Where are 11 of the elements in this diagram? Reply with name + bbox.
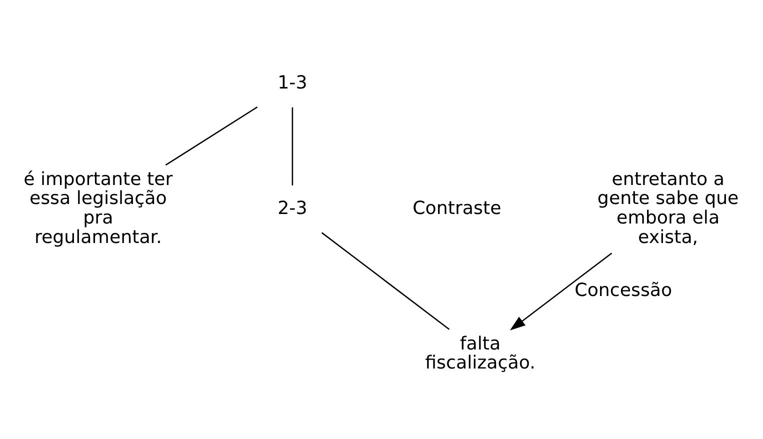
edge-label: Concessão [574,280,672,302]
node-text: entretanto a gente sabe que embora ela exista, [597,168,739,248]
node-text: falta fiscalização. [425,333,536,374]
connector [165,106,258,166]
arrow [510,252,612,330]
node-text: é importante ter essa legislação pra regulamentar. [24,168,173,248]
connector [292,107,294,186]
label: Contraste [412,198,502,219]
node-text: 2-3 [278,198,308,219]
node-text: 1-3 [278,72,308,94]
connector [321,232,450,330]
